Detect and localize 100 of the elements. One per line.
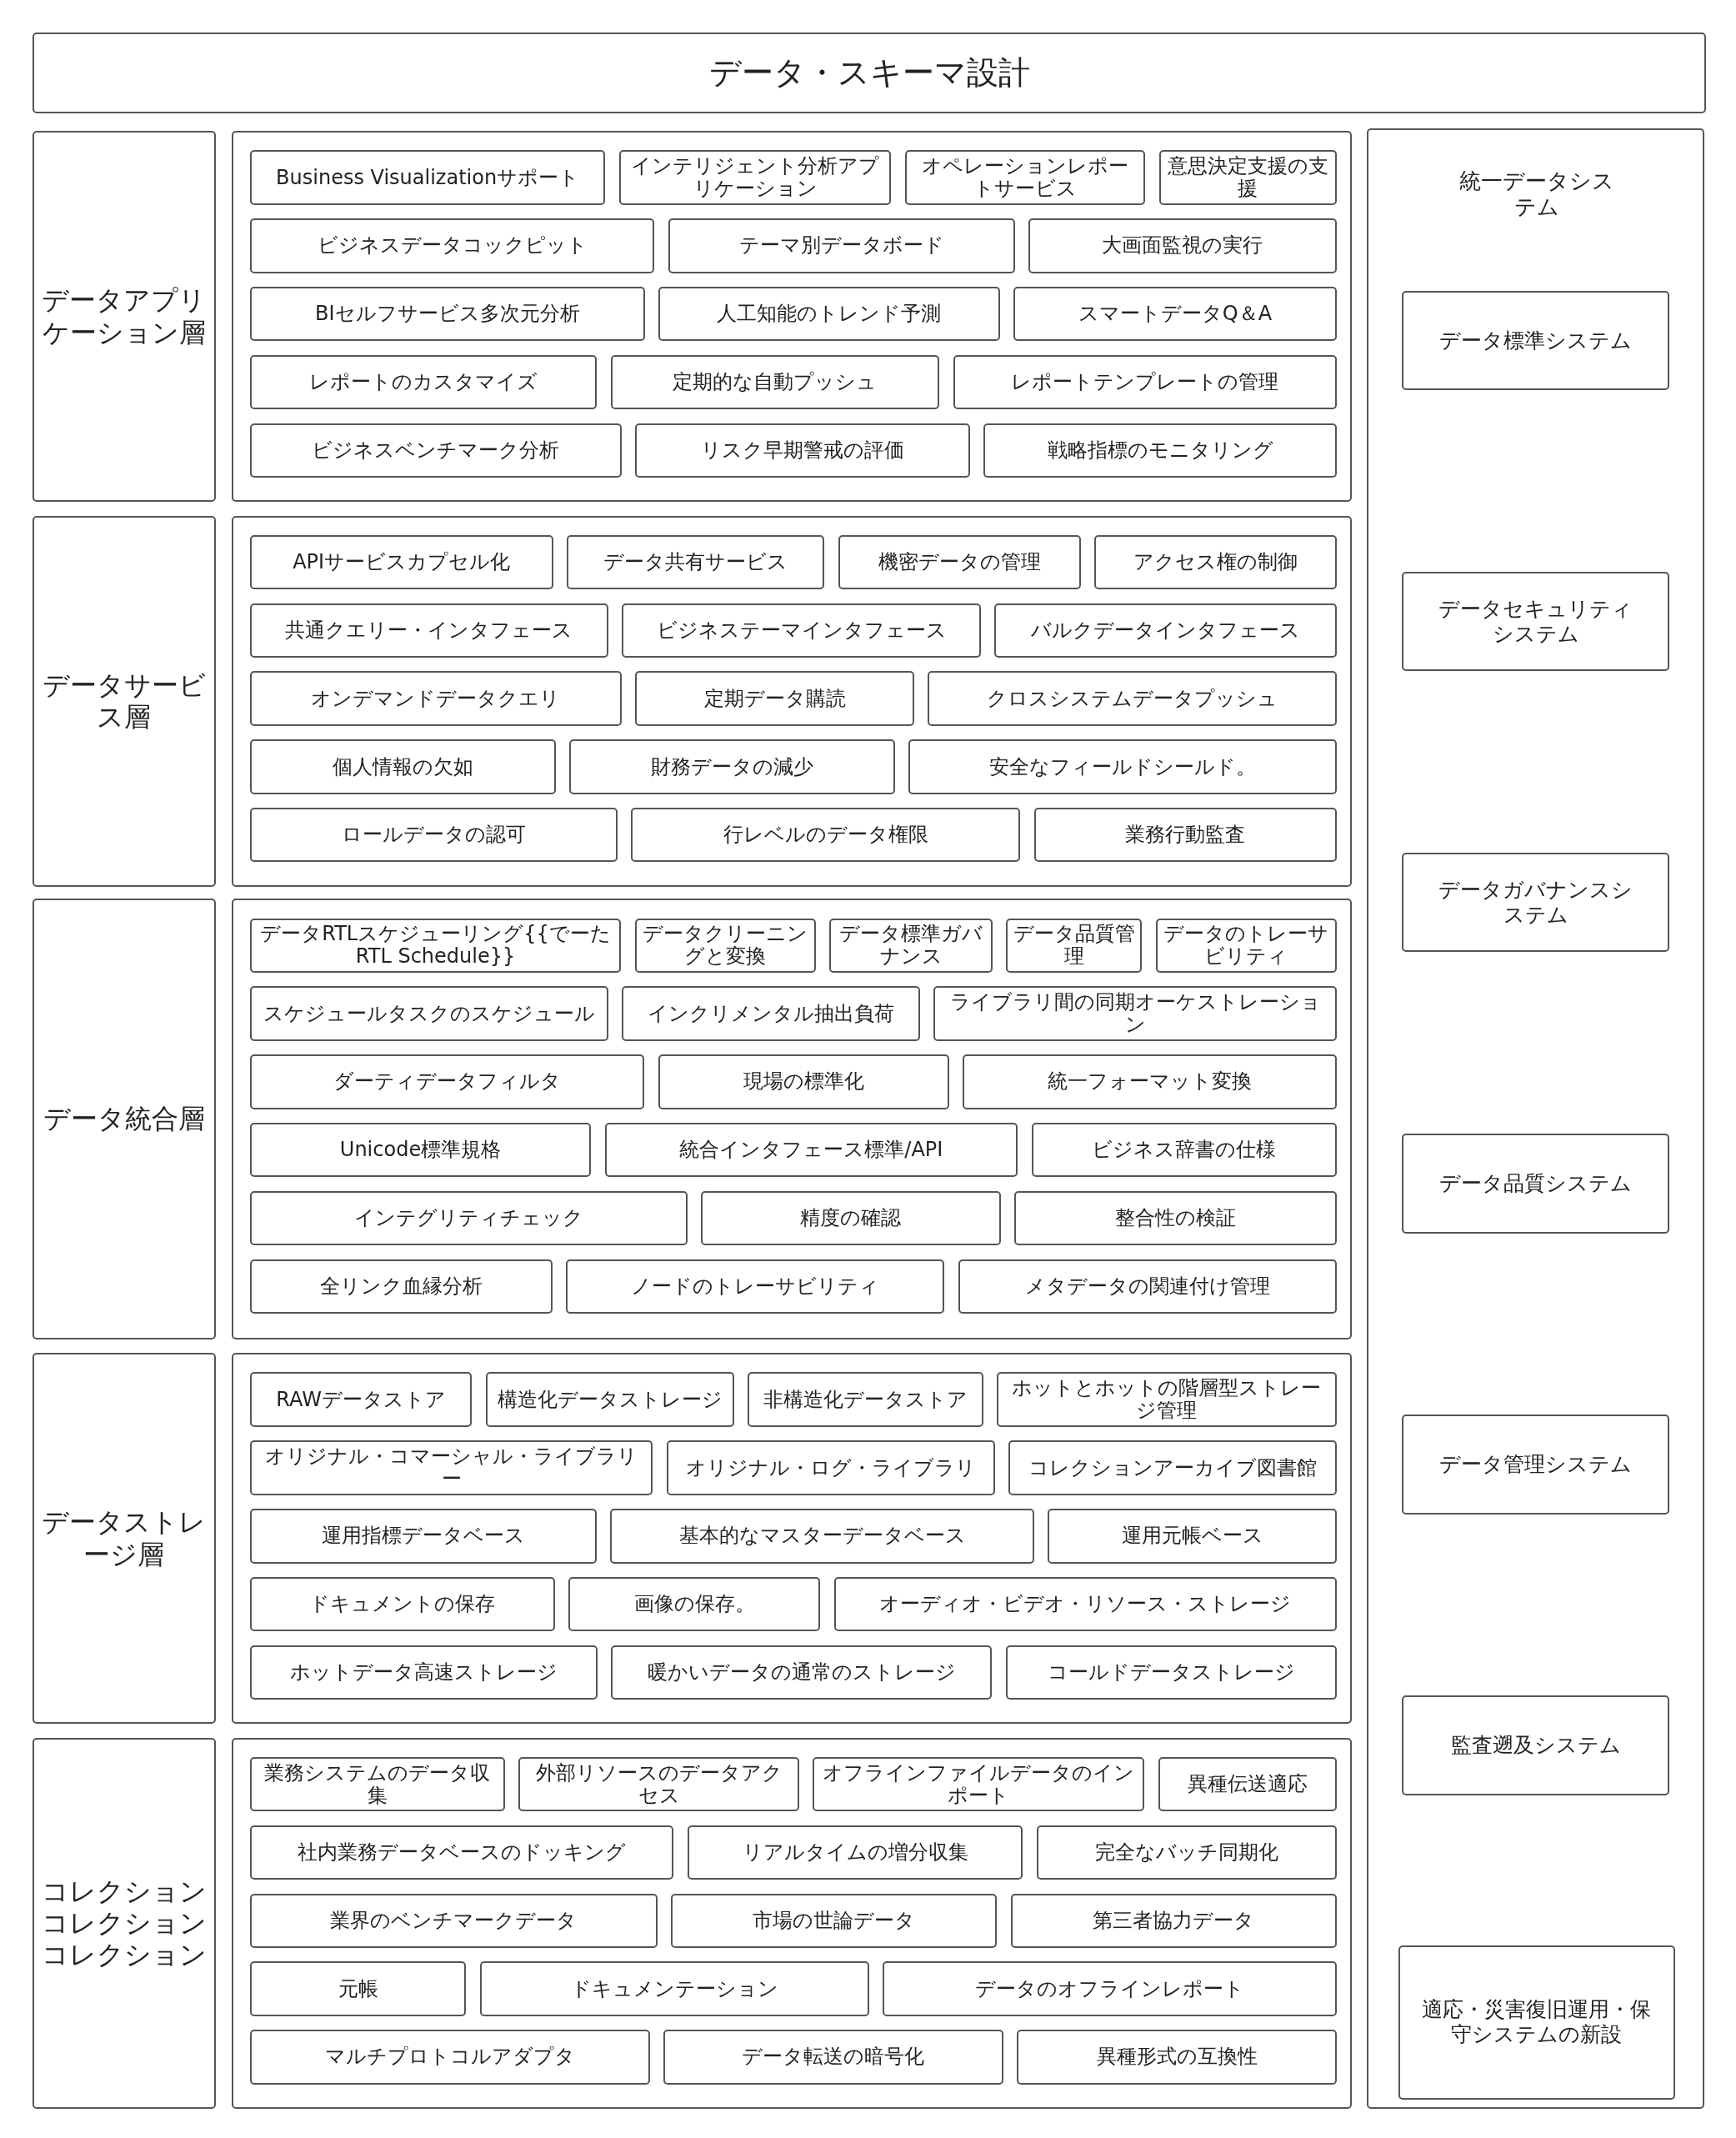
item-box: ホットとホットの階層型ストレージ管理 [997, 1372, 1337, 1427]
item-box: スマートデータQ＆A [1013, 286, 1337, 342]
item-box: データのオフラインレポート [883, 1961, 1337, 2016]
system-box: データ品質システム [1402, 1134, 1670, 1234]
item-box: 財務データの減少 [568, 739, 896, 794]
system-box: データガバナンスシステム [1402, 853, 1670, 953]
item-box: 業界のベンチマークデータ [249, 1893, 658, 1948]
item-box: 業務システムのデータ収集 [249, 1756, 505, 1812]
item-box: オペレーションレポートサービス [904, 150, 1146, 205]
system-box: 適応・災害復旧運用・保守システムの新設 [1398, 1945, 1675, 2100]
item-box: 機密データの管理 [838, 534, 1081, 590]
item-box: ドキュメンテーション [479, 1961, 869, 2016]
item-box: データRTLスケジューリング{{でーたRTL Schedule}} [249, 918, 622, 973]
item-box: ホットデータ高速ストレージ [249, 1645, 598, 1700]
item-box: スケジュールタスクのスケジュール [249, 986, 608, 1041]
item-box: データ共有サービス [566, 534, 825, 590]
item-box: 暖かいデータの通常のストレージ [611, 1645, 993, 1700]
item-box: 現場の標準化 [658, 1054, 949, 1109]
item-box: 運用元帳ベース [1048, 1509, 1337, 1564]
layer-label-box: データ統合層 [33, 899, 216, 1339]
layer-label-box: データサービス層 [33, 515, 216, 887]
item-box: 市場の世論データ [671, 1893, 998, 1948]
item-box: オーディオ・ビデオ・リソース・ストレージ [833, 1576, 1337, 1632]
item-box: Business Visualizationサポート [249, 150, 606, 205]
item-box: テーマ別データボード [668, 218, 1015, 273]
layer-label-box: コレクションコレクションコレクション [33, 1737, 216, 2109]
item-box: インクリメンタル抽出負荷 [621, 986, 921, 1041]
item-box: オリジナル・ログ・ライブラリ [666, 1440, 995, 1495]
item-box: 異種伝送適応 [1158, 1756, 1337, 1812]
item-box: 定期データ購読 [635, 671, 914, 726]
item-box: ビジネス辞書の仕様 [1031, 1123, 1337, 1178]
item-box: アクセス権の制御 [1093, 534, 1337, 590]
item-box: オフラインファイルデータのインポート [813, 1756, 1145, 1812]
item-box: インテグリティチェック [249, 1190, 688, 1246]
layer-panel [232, 1353, 1352, 1725]
item-box: ビジネステーマインタフェース [622, 603, 981, 658]
item-box: ライブラリ間の同期オーケストレーション [933, 986, 1337, 1041]
item-box: 第三者協力データ [1010, 1893, 1337, 1948]
item-box: 定期的な自動プッシュ [610, 354, 940, 410]
item-box: コレクションアーカイブ図書館 [1008, 1440, 1337, 1495]
item-box: リスク早期警戒の評価 [635, 423, 970, 478]
item-box: データ転送の暗号化 [663, 2030, 1003, 2085]
layer-panel [232, 1737, 1352, 2109]
item-box: RAWデータストア [249, 1372, 473, 1427]
system-box: データセキュリティシステム [1402, 571, 1670, 672]
item-box: 戦略指標のモニタリング [983, 423, 1337, 478]
item-box: ビジネスベンチマーク分析 [249, 423, 622, 478]
item-box: BIセルフサービス多次元分析 [249, 286, 645, 342]
item-box: ロールデータの認可 [249, 808, 618, 863]
layer-panel [232, 515, 1352, 887]
item-box: ドキュメントの保存 [249, 1576, 556, 1632]
item-box: 共通クエリー・インタフェース [249, 603, 609, 658]
item-box: 業務行動監査 [1033, 808, 1337, 863]
item-box: 個人情報の欠如 [249, 739, 556, 794]
item-box: 統一フォーマット変換 [963, 1054, 1337, 1109]
item-box: 異種形式の互換性 [1017, 2030, 1337, 2085]
item-box: 行レベルのデータ権限 [631, 808, 1021, 863]
item-box: ノードのトレーサビリティ [566, 1259, 945, 1314]
item-box: レポートテンプレートの管理 [953, 354, 1337, 410]
item-box: 精度の確認 [701, 1190, 1001, 1246]
item-box: 全リンク血縁分析 [249, 1259, 553, 1314]
item-box: インテリジェント分析アプリケーション [618, 150, 892, 205]
item-box: オリジナル・コマーシャル・ライブラリー [249, 1440, 653, 1495]
item-box: 非構造化データストア [748, 1372, 983, 1427]
layer-label-box: データアプリケーション層 [33, 131, 216, 503]
item-box: 整合性の検証 [1013, 1190, 1337, 1246]
side-panel [1366, 128, 1705, 2109]
item-box: データのトレーサビリティ [1155, 918, 1337, 973]
item-box: 元帳 [249, 1961, 467, 2016]
item-box: 画像の保存。 [568, 1576, 821, 1632]
layer-label-box: データストレージ層 [33, 1353, 216, 1725]
panel-heading: 統一データシステム [1458, 168, 1616, 221]
item-box: データ標準ガバナンス [829, 918, 993, 973]
item-box: 運用指標データベース [249, 1509, 597, 1564]
item-box: Unicode標準規格 [249, 1123, 592, 1178]
item-box: コールドデータストレージ [1005, 1645, 1337, 1700]
item-box: オンデマンドデータクエリ [249, 671, 622, 726]
item-box: 社内業務データベースのドッキング [249, 1825, 674, 1880]
item-box: 外部リソースのデータアクセス [518, 1756, 799, 1812]
system-box: 監査遡及システム [1402, 1695, 1670, 1795]
item-box: 統合インタフェース標準/API [604, 1123, 1018, 1178]
item-box: 安全なフィールドシールド。 [908, 739, 1337, 794]
system-box: データ管理システム [1402, 1414, 1670, 1515]
item-box: バルクデータインタフェース [994, 603, 1337, 658]
item-box: リアルタイムの増分収集 [687, 1825, 1023, 1880]
item-box: ビジネスデータコックピット [249, 218, 655, 273]
item-box: 完全なバッチ同期化 [1036, 1825, 1337, 1880]
item-box: メタデータの関連付け管理 [958, 1259, 1337, 1314]
item-box: データ品質管理 [1006, 918, 1143, 973]
layer-panel [232, 899, 1352, 1339]
item-box: 人工知能のトレンド予測 [658, 286, 1000, 342]
item-box: 大画面監視の実行 [1028, 218, 1337, 273]
item-box: マルチプロトコルアダプタ [249, 2030, 650, 2085]
title-box: データ・スキーマ設計 [33, 33, 1706, 113]
item-box: データクリーニングと変換 [634, 918, 816, 973]
item-box: レポートのカスタマイズ [249, 354, 598, 410]
item-box: 構造化データストレージ [485, 1372, 734, 1427]
item-box: 基本的なマスターデータベース [610, 1509, 1034, 1564]
item-box: ダーティデータフィルタ [249, 1054, 645, 1109]
item-box: APIサービスカプセル化 [249, 534, 553, 590]
